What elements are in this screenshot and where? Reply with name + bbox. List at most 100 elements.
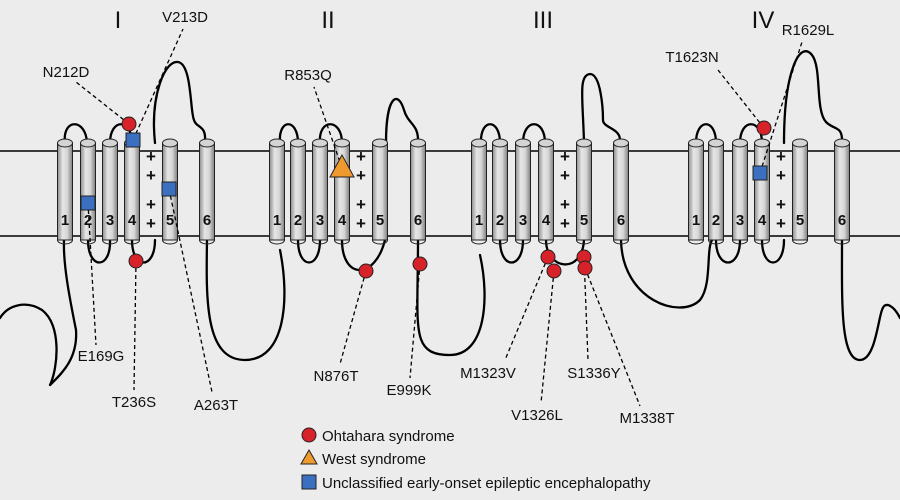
mutation-marker-a263t [161,181,177,197]
leader-r853q [313,86,343,169]
domain-1-chain [0,60,286,387]
mutation-label-n212d: N212D [43,64,90,81]
domain-2-segment-number-5: 5 [376,212,384,229]
domain-4-chain [694,50,900,362]
mutation-label-v213d: V213D [162,9,208,26]
domain-1-helix-s2: 2 [80,138,96,245]
leader-n876t [339,270,367,365]
mutation-marker-r1629l [752,165,768,181]
domain-2-helix-s3: 3 [312,138,328,245]
domain-2-segment-number-1: 1 [273,212,281,229]
domain-4-helix-s1: 1 [688,138,704,245]
domain-3-helix-s4: 4 [538,138,554,245]
domain-2-plus-sign-2: + [356,166,366,185]
domain-1-segment-number-2: 2 [84,212,92,229]
leader-m1323v [504,256,549,361]
domain-label-4: IV [752,7,775,34]
legend: Ohtahara syndrome West syndrome Unclassi… [300,427,651,492]
mutation-label-v1326l: V1326L [511,407,563,424]
domain-3-helix-s5: 5 [576,138,592,245]
domain-2-plus-sign-4: + [356,214,366,233]
mutation-marker-e999k [412,256,428,272]
mutation-label-e999k: E999K [386,382,431,399]
domain-4-plus-sign-4: + [776,214,786,233]
domain-3-segment-number-5: 5 [580,212,588,229]
domain-4-segment-number-2: 2 [712,212,720,229]
domain-3-segment-number-1: 1 [475,212,483,229]
domain-2-segment-number-3: 3 [316,212,324,229]
mutation-label-r853q: R853Q [284,67,332,84]
legend-unclassified-label: Unclassified early-onset epileptic encep… [322,475,651,492]
domain-3-segment-number-6: 6 [617,212,625,229]
leader-m1338t [584,267,641,407]
mutation-label-s1336y: S1336Y [567,365,620,382]
leader-e169g [87,202,97,346]
domain-4-segment-number-3: 3 [736,212,744,229]
domain-3-segment-number-4: 4 [542,212,551,229]
mutation-marker-t236s [128,253,144,269]
leader-e999k [409,263,421,379]
mutation-label-m1338t: M1338T [619,410,674,427]
leader-r1629l [759,41,803,174]
domain-4-segment-number-4: 4 [758,212,767,229]
legend-unclassified-marker [301,474,317,490]
domain-3-chain [479,72,714,309]
domain-3-helix-s2: 2 [492,138,508,245]
mutation-marker-e169g [80,195,96,211]
mutation-leader-lines [75,28,803,407]
legend-west-marker [300,448,318,465]
mutation-marker-t1623n [756,120,772,136]
leader-n212d [75,81,130,125]
leader-t236s [133,260,137,391]
mutation-label-t236s: T236S [112,394,156,411]
domain-4-segment-number-6: 6 [838,212,846,229]
legend-ohtahara-label: Ohtahara syndrome [322,428,455,445]
mutation-marker-m1323v [540,249,556,265]
domain-1-segment-number-1: 1 [61,212,69,229]
mutation-markers [80,116,772,279]
domain-label-3: III [533,7,553,34]
mutation-marker-r853q [329,153,355,178]
leader-v1326l [540,270,555,404]
domain-2-segment-number-4: 4 [338,212,347,229]
voltage-sensor-charges: ++++++++++++++++ [146,147,786,233]
domain-4-helix-s2: 2 [708,138,724,245]
domain-1-plus-sign-1: + [146,147,156,166]
domain-1-helix-s4: 4 [124,138,140,245]
domain-1-plus-sign-3: + [146,195,156,214]
mutation-label-m1323v: M1323V [460,365,516,382]
leader-v213d [132,28,184,141]
mutation-label-t1623n: T1623N [665,49,718,66]
domain-2-helix-s5: 5 [372,138,388,245]
domain-3-helix-s3: 3 [515,138,531,245]
domain-4-helix-s4: 4 [754,138,770,245]
domain-3-helix-s1: 1 [471,138,487,245]
domain-2-plus-sign-3: + [356,195,366,214]
domain-4-helix-s3: 3 [732,138,748,245]
mutation-marker-n212d [121,116,137,132]
domain-1-segment-number-3: 3 [106,212,114,229]
domain-1-segment-number-4: 4 [128,212,137,229]
domain-4-plus-sign-1: + [776,147,786,166]
domain-3-plus-sign-2: + [560,166,570,185]
domain-2-plus-sign-1: + [356,147,366,166]
domain-2-segment-number-2: 2 [294,212,302,229]
domain-4-plus-sign-2: + [776,166,786,185]
domain-3-segment-number-2: 2 [496,212,504,229]
domain-label-1: I [115,7,122,34]
mutation-label-n876t: N876T [313,368,358,385]
domain-3-plus-sign-4: + [560,214,570,233]
domain-4-segment-number-5: 5 [796,212,804,229]
mutation-marker-v213d [125,132,141,148]
domain-3-segment-number-3: 3 [519,212,527,229]
mutation-label-e169g: E169G [78,348,125,365]
domain-3-plus-sign-1: + [560,147,570,166]
legend-west-label: West syndrome [322,451,426,468]
domain-4-segment-number-1: 1 [692,212,700,229]
domain-4-helix-s5: 5 [792,138,808,245]
domain-1-plus-sign-4: + [146,214,156,233]
domain-1-plus-sign-2: + [146,166,156,185]
domain-2-helix-s1: 1 [269,138,285,245]
mutation-label-a263t: A263T [194,397,238,414]
